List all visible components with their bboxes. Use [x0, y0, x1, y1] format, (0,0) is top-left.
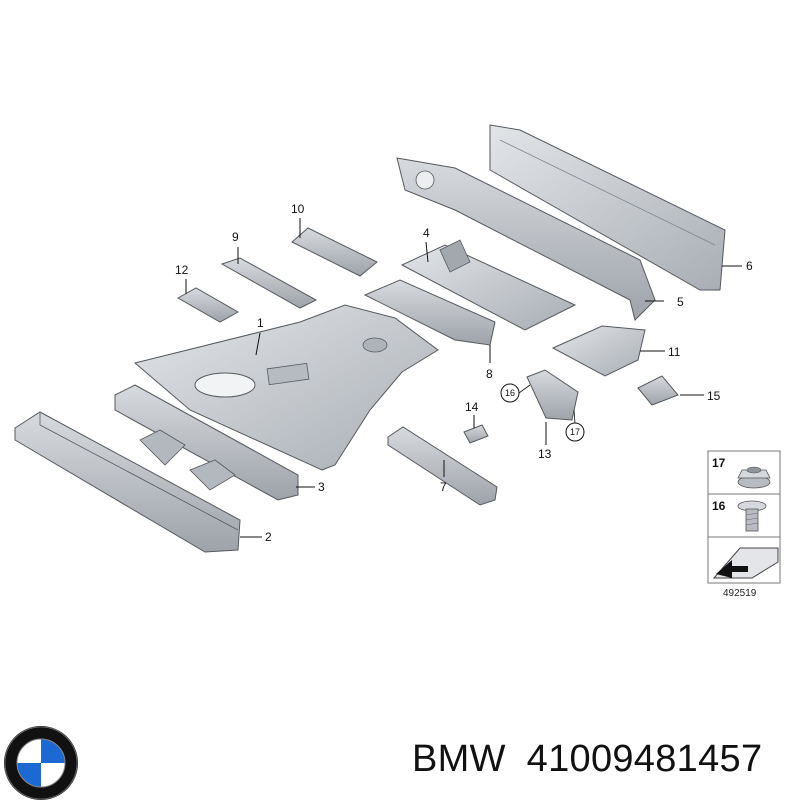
callout-2: 2 — [265, 530, 272, 544]
flange-nut-icon — [737, 466, 771, 489]
callout-1: 1 — [257, 316, 264, 330]
part-15-bracket — [637, 375, 679, 406]
parts-diagram: 1 2 3 4 5 6 7 8 9 10 11 12 13 14 15 16 1… — [14, 124, 781, 599]
callout-12: 12 — [175, 263, 189, 277]
callout-8: 8 — [486, 367, 493, 381]
legend-item-16: 16 — [712, 499, 726, 513]
brand-name: BMW — [412, 738, 506, 780]
diagram-code: 492519 — [723, 588, 757, 599]
callout-6: 6 — [746, 259, 753, 273]
bmw-logo — [4, 726, 78, 800]
legend-item-17: 17 — [712, 456, 726, 470]
callout-numbers: 1 2 3 4 5 6 7 8 9 10 11 12 13 14 15 — [175, 202, 753, 544]
part-3-rail — [114, 384, 299, 501]
callout-14: 14 — [465, 400, 479, 414]
part-caption: BMW 41009481457 — [412, 738, 762, 781]
part-1-floor-panel — [133, 304, 439, 471]
part-9-bracket — [220, 257, 318, 309]
callout-7: 7 — [440, 480, 447, 494]
part-6-rear-panel — [489, 124, 726, 291]
leader-lines — [185, 218, 742, 538]
fastener-legend: 17 16 492519 — [707, 450, 781, 599]
circled-callouts: 16 17 — [500, 383, 585, 442]
callout-3: 3 — [318, 480, 325, 494]
part-12-plate — [176, 287, 240, 323]
circled-17: 17 — [570, 427, 580, 437]
circled-16: 16 — [505, 388, 515, 398]
callout-15: 15 — [707, 389, 721, 403]
part-14-clip — [463, 424, 489, 444]
part-13-bracket — [526, 369, 579, 421]
part-7-rail — [387, 426, 498, 506]
part-10-plate — [291, 227, 378, 277]
part-2-left-sill — [14, 411, 241, 553]
part-11-plate — [551, 325, 646, 377]
part-5-crossmember — [396, 157, 656, 321]
part-8-channel — [363, 279, 496, 346]
callout-9: 9 — [232, 230, 239, 244]
part-number: 41009481457 — [526, 738, 763, 780]
sheet-arrow-icon — [712, 547, 779, 579]
bolt-icon — [737, 500, 767, 532]
callout-10: 10 — [291, 202, 305, 216]
part-4-tunnel — [400, 239, 577, 331]
callout-13: 13 — [538, 447, 552, 461]
callout-11: 11 — [668, 345, 681, 359]
callout-4: 4 — [423, 226, 430, 240]
callout-5: 5 — [677, 295, 684, 309]
